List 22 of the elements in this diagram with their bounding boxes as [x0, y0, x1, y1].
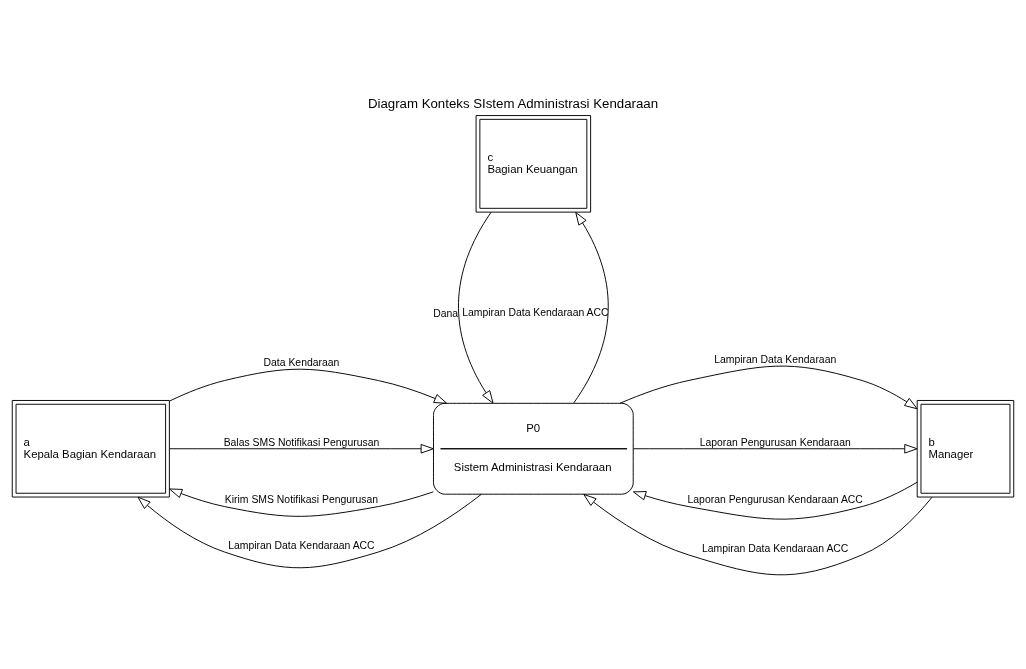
diagram-title: Diagram Konteks SIstem Administrasi Kendaraan	[367, 96, 659, 112]
arrow	[169, 443, 434, 454]
arrow	[583, 493, 933, 576]
edge-label: Dana	[433, 307, 459, 319]
arrow	[137, 493, 482, 569]
edge-label: Lampiran Data Kendaraan ACC	[228, 539, 375, 551]
arrow	[458, 211, 494, 404]
edge-label: Lampiran Data Kendaraan	[714, 354, 837, 366]
edge-label: Lampiran Data Kendaraan ACC	[702, 542, 849, 554]
edge-label: Laporan Pengurusan Kendaraan	[699, 436, 851, 448]
node-box: P0 Sistem Administrasi Kendaraan	[433, 402, 634, 495]
arrow	[632, 443, 918, 454]
edge-label: Lampiran Data Kendaraan ACC	[462, 307, 609, 319]
edge-label: Laporan Pengurusan Kendaraan ACC	[687, 494, 863, 506]
arrow	[573, 211, 609, 404]
edge-label: Balas SMS Notifikasi Pengurusan	[223, 436, 380, 448]
arrow	[169, 488, 434, 517]
arrow	[169, 368, 448, 404]
arrow	[619, 365, 918, 410]
arrow	[632, 481, 918, 520]
edge-label: Kirim SMS Notifikasi Pengurusan	[224, 494, 379, 506]
edge-label: Data Kendaraan	[263, 357, 340, 369]
